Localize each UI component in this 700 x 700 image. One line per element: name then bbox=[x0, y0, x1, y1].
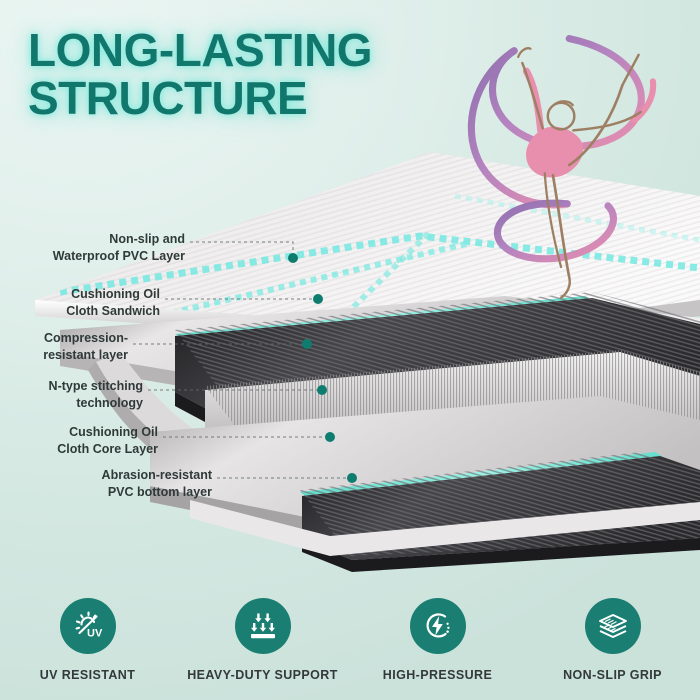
ribbon-tail bbox=[631, 78, 657, 124]
gymnast-hair bbox=[552, 100, 575, 107]
feature-row: UV UV RESISTANT bbox=[0, 598, 700, 682]
callout-label-cushioning-oil-cloth-sandwich: Cushioning Oil Cloth Sandwich bbox=[66, 287, 160, 318]
leg-standing bbox=[551, 173, 571, 279]
callout-label-non-slip-waterproof-pvc-layer: Non-slip and Waterproof PVC Layer bbox=[52, 232, 185, 263]
gymnast-head bbox=[546, 101, 576, 131]
lightning-gauge-icon bbox=[409, 598, 466, 654]
callout-dot-cushioning-oil-cloth-sandwich bbox=[313, 294, 323, 304]
page-title: LONG-LASTING STRUCTURE bbox=[28, 24, 373, 125]
arm-forward bbox=[572, 110, 642, 132]
callout-dot-non-slip-waterproof-pvc-layer bbox=[288, 253, 298, 263]
callout-dot-cushioning-oil-cloth-core-layer bbox=[325, 432, 335, 442]
callout-label-compression-resistant-layer: Compression- resistant layer bbox=[43, 331, 128, 362]
callout-label-n-type-stitching-technology: N-type stitching technology bbox=[48, 379, 143, 410]
arm-up bbox=[521, 61, 544, 130]
title-line-1: LONG-LASTING bbox=[28, 24, 373, 76]
mat-base-edge bbox=[190, 500, 700, 556]
title-line-2: STRUCTURE bbox=[28, 72, 308, 125]
raised-arm-pink bbox=[522, 67, 545, 134]
feature-heavy-duty-support[interactable]: HEAVY-DUTY SUPPORT bbox=[175, 598, 350, 682]
uv-sun-icon: UV bbox=[59, 598, 116, 654]
callout-dot-n-type-stitching-technology bbox=[317, 385, 327, 395]
feature-non-slip-grip[interactable]: NON-SLIP GRIP bbox=[525, 598, 700, 682]
feature-label: HIGH-PRESSURE bbox=[382, 668, 493, 682]
callout-label-cushioning-oil-cloth-core-layer: Cushioning Oil Cloth Core Layer bbox=[57, 425, 158, 456]
stacked-layers-icon bbox=[584, 598, 641, 654]
feature-label: UV RESISTANT bbox=[39, 668, 136, 682]
feature-uv-resistant[interactable]: UV UV RESISTANT bbox=[0, 598, 175, 682]
foot-raised bbox=[621, 53, 640, 87]
leg-back-outline bbox=[543, 172, 563, 269]
leader-line-non-slip-waterproof-pvc-layer bbox=[190, 241, 294, 258]
callout-label-abrasion-resistant-pvc-bottom-layer: Abrasion-resistant PVC bottom layer bbox=[101, 468, 212, 499]
ribbon-lower-loop bbox=[493, 199, 617, 263]
feature-high-pressure[interactable]: HIGH-PRESSURE bbox=[350, 598, 525, 682]
svg-text:UV: UV bbox=[87, 628, 103, 640]
foot-standing bbox=[559, 276, 571, 299]
hand-up bbox=[517, 47, 532, 59]
mat-illustration bbox=[35, 34, 700, 572]
callout-dot-abrasion-resistant-pvc-bottom-layer bbox=[347, 473, 357, 483]
leg-raised bbox=[567, 84, 624, 167]
gymnast-illustration bbox=[467, 34, 657, 299]
callout-dot-compression-resistant-layer bbox=[302, 339, 312, 349]
down-arrows-bar-icon bbox=[234, 598, 291, 654]
feature-label: HEAVY-DUTY SUPPORT bbox=[187, 668, 338, 682]
feature-label: NON-SLIP GRIP bbox=[563, 668, 662, 682]
callout-leader-lines bbox=[133, 241, 357, 483]
